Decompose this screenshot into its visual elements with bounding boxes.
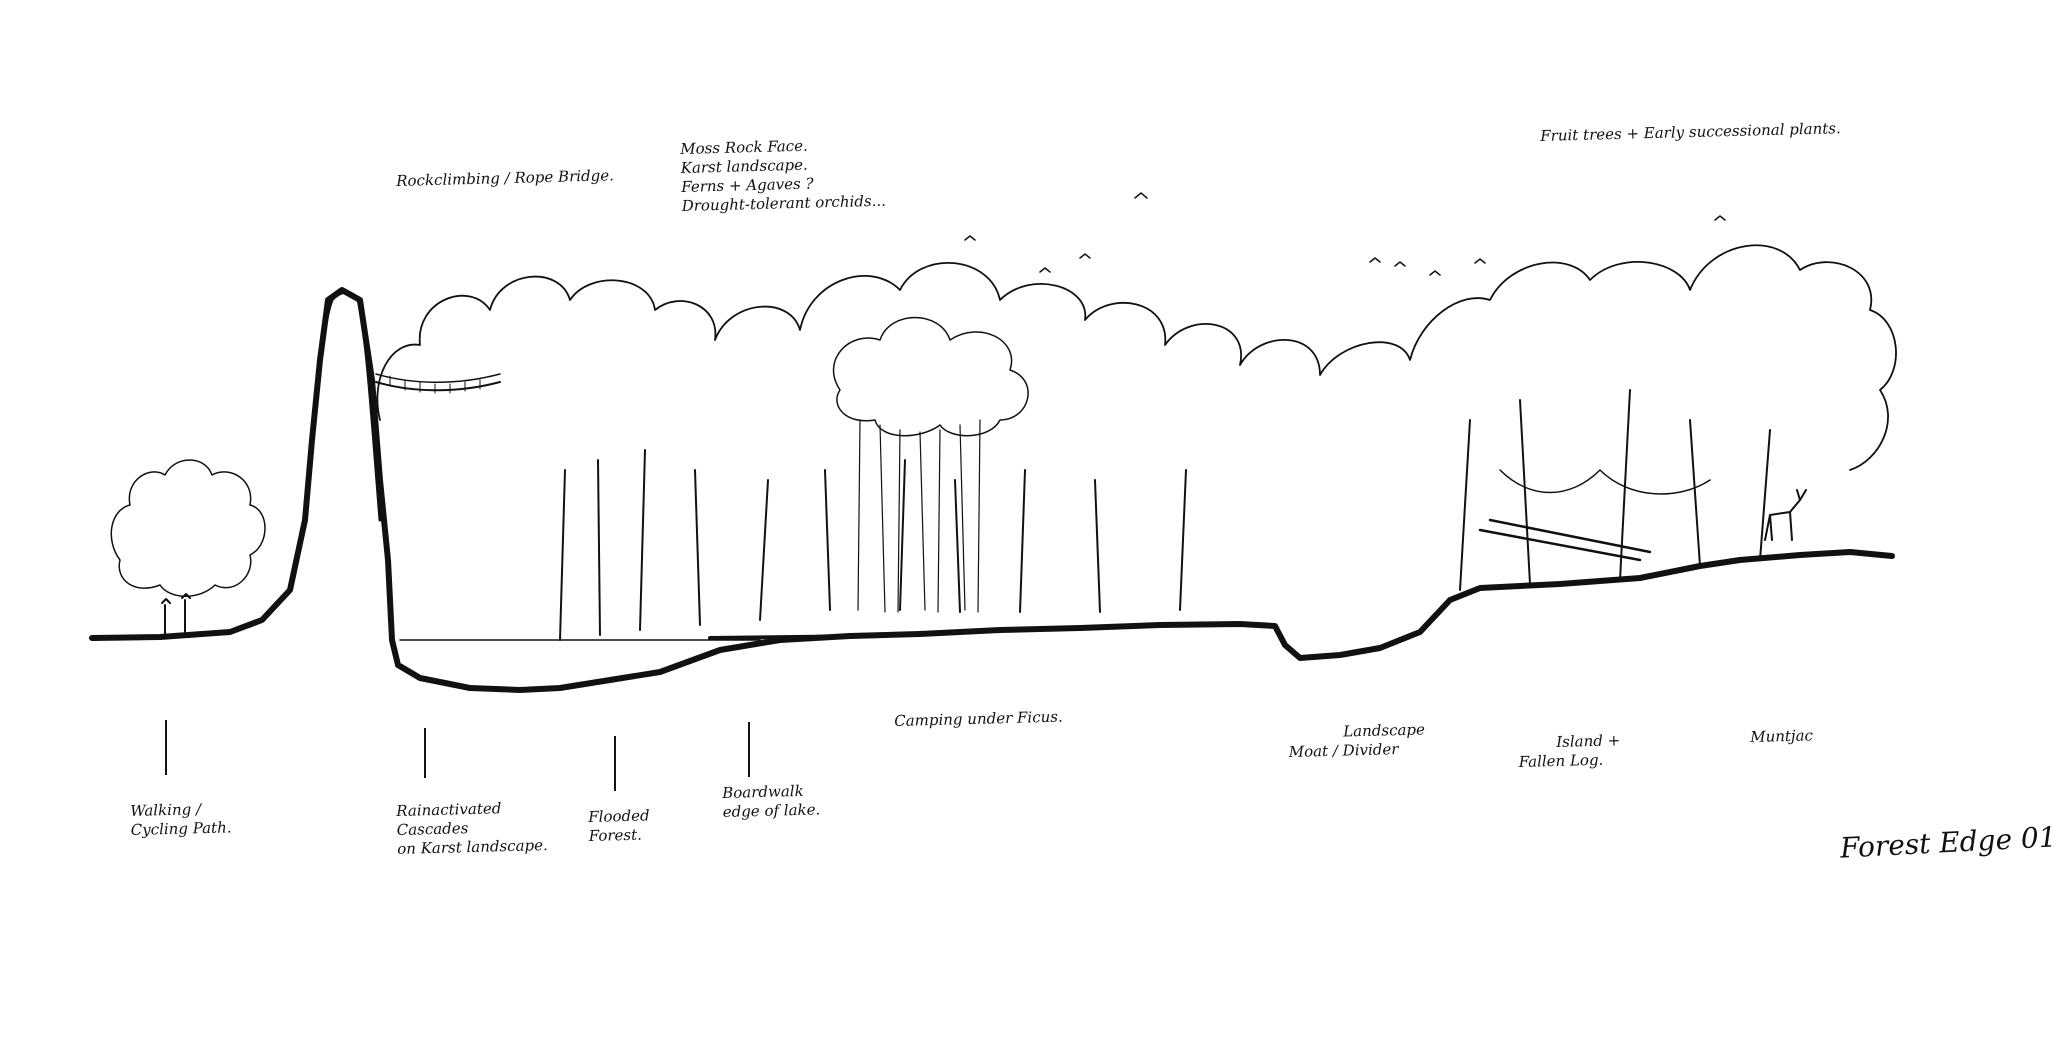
note-walking: Walking / Cycling Path. [130, 800, 232, 839]
note-flooded: Flooded Forest. [588, 806, 650, 845]
note-karst: Moss Rock Face. Karst landscape. Ferns +… [680, 136, 887, 215]
fallen-log [1478, 518, 1652, 562]
leader-flooded [614, 736, 616, 791]
note-cascades: Rainactivated Cascades on Karst landscap… [396, 799, 548, 858]
ficus-canopy [832, 316, 1029, 437]
tree-trunks [559, 389, 1771, 641]
note-muntjac: Muntjac [1750, 726, 1814, 746]
note-boardwalk: Boardwalk edge of lake. [722, 781, 821, 821]
left-shrubs [110, 459, 266, 597]
note-island: Island + Fallen Log. [1518, 731, 1621, 771]
ground-section-line [89, 287, 1895, 693]
note-moat: Landscape Moat / Divider [1288, 720, 1426, 761]
muntjac-deer [1764, 489, 1807, 541]
forest-edge-section-sketch [89, 192, 1897, 693]
walking-people [161, 593, 191, 635]
ficus-aerial-roots [857, 419, 981, 613]
leader-cascades [424, 728, 426, 778]
boardwalk [708, 634, 882, 640]
forest-canopy [376, 244, 1897, 471]
rope-bridge [375, 381, 501, 392]
leader-boardwalk [748, 722, 750, 777]
hammocks [1499, 469, 1711, 495]
leader-walking [165, 720, 167, 775]
karst-cliff-outline [310, 291, 382, 522]
birds [964, 192, 1726, 276]
